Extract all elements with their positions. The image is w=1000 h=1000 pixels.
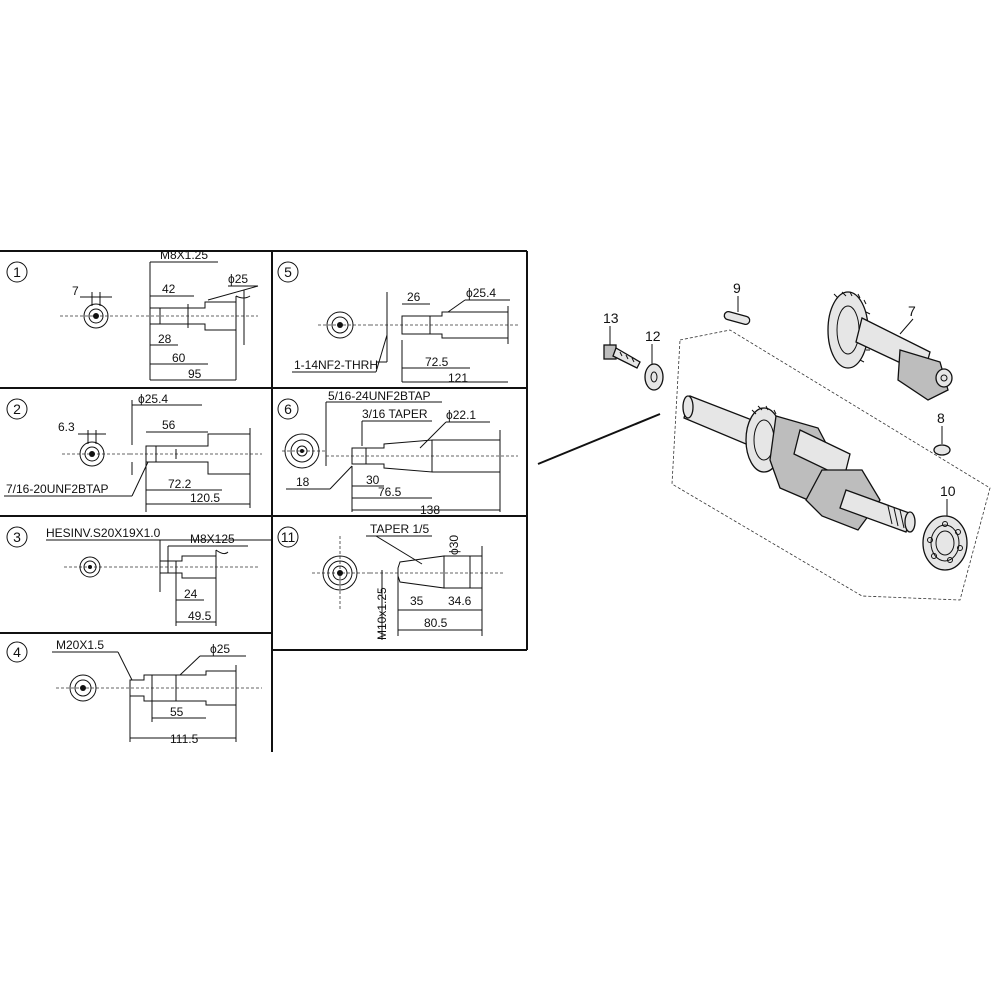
- panel-3-dim-24: 24: [184, 587, 198, 601]
- panel-3-thread: M8X125: [190, 532, 235, 546]
- panel-6-number-circle: [277, 398, 299, 420]
- panel-4-crankshaft-variant: 4 M20X1.5 ϕ25 55 111.5: [6, 638, 262, 746]
- panel-2-dim-6-3: 6.3: [58, 420, 75, 434]
- panel-6-dim-76-5: 76.5: [378, 485, 402, 499]
- bolt-part: [603, 344, 641, 369]
- panel-1-dim-28: 28: [158, 332, 172, 346]
- panel-6-tap: 5/16-24UNF2BTAP: [328, 389, 431, 403]
- panel-11-number-circle: [277, 526, 299, 548]
- panel-1-dim-60: 60: [172, 351, 186, 365]
- panel-6-dim-30: 30: [366, 473, 380, 487]
- panel-5-number: 5: [284, 264, 292, 280]
- panel-5-thread: 1-14NF2-THRH: [294, 358, 378, 372]
- exploded-view-crankshaft: 13 12 9 7 8: [537, 280, 991, 601]
- panel-1-thread: M8X1.25: [160, 248, 208, 262]
- panel-11-dia: ϕ30: [447, 535, 461, 555]
- panel-2-number-circle: [6, 398, 28, 420]
- panel-5-crankshaft-variant: 5 1-14NF2-THRH 26 ϕ25.4 72.5 121: [277, 261, 518, 385]
- panel-1-dim-42: 42: [162, 282, 176, 296]
- panel-1-number-circle: [6, 261, 28, 283]
- panel-6-dia: ϕ22.1: [446, 408, 476, 422]
- balancer-shaft-part: [827, 291, 953, 401]
- key-part: [723, 311, 751, 325]
- panel-5-dia: ϕ25.4: [466, 286, 496, 300]
- panel-1-dim-7: 7: [72, 284, 79, 298]
- part-label-7: 7: [908, 303, 916, 319]
- panel-11-dim-34-6: 34.6: [448, 594, 472, 608]
- panel-6-taper: 3/16 TAPER: [362, 407, 428, 421]
- panel-11-number: 11: [281, 529, 296, 545]
- panel-4-dia: ϕ25: [210, 642, 230, 656]
- panel-11-dim-35: 35: [410, 594, 424, 608]
- panel-1-dim-95: 95: [188, 367, 202, 381]
- panel-5-dim-26: 26: [407, 290, 421, 304]
- panel-5-dim-72-5: 72.5: [425, 355, 449, 369]
- washer-part: [644, 363, 664, 391]
- bearing-part: [922, 515, 968, 571]
- panel-11-thread: M10x1.25: [375, 587, 389, 640]
- panel-1-number: 1: [13, 264, 21, 280]
- panel-3-spline: HESINV.S20X19X1.0: [46, 526, 161, 540]
- panel-2-dim-120-5: 120.5: [190, 491, 220, 505]
- part-label-10: 10: [940, 483, 956, 499]
- part-label-12: 12: [645, 328, 661, 344]
- crankshaft-part: [682, 395, 916, 533]
- panel-4-thread: M20X1.5: [56, 638, 104, 652]
- panel-3-dim-49-5: 49.5: [188, 609, 212, 623]
- panel-6-dim-138: 138: [420, 503, 440, 517]
- panel-1-dia: ϕ25: [228, 272, 248, 286]
- panel-3-number: 3: [13, 529, 21, 545]
- panel-4-number-circle: [6, 641, 28, 663]
- panel-11-crankshaft-variant: 11 TAPER 1/5 ϕ30 35 34.6 80.5 M10x1.25: [277, 522, 505, 640]
- panel-5-dim-121: 121: [448, 371, 468, 385]
- panel-2-tap: 7/16-20UNF2BTAP: [6, 482, 109, 496]
- panel-grid-frame: [0, 250, 528, 752]
- panel-2-number: 2: [13, 401, 21, 417]
- panel-4-number: 4: [13, 644, 21, 660]
- panel-5-number-circle: [277, 261, 299, 283]
- panel-6-crankshaft-variant: 6 5/16-24UNF2BTAP 3/16 TAPER ϕ22.1 18 30…: [277, 389, 518, 517]
- panel-1-crankshaft-variant: 1 7 M8X1.25 ϕ25 42 28 60 95: [6, 248, 259, 381]
- pin-part: [933, 444, 951, 456]
- part-label-9: 9: [733, 280, 741, 296]
- panel-4-dim-55: 55: [170, 705, 184, 719]
- panel-11-taper: TAPER 1/5: [370, 522, 429, 536]
- panel-11-dim-80-5: 80.5: [424, 616, 448, 630]
- panel-2-crankshaft-variant: 2 6.3 ϕ25.4 56 72.2 120.5 7/16-20UNF2BTA…: [4, 392, 262, 512]
- panel-6-number: 6: [284, 401, 292, 417]
- part-label-13: 13: [603, 310, 619, 326]
- panel-4-dim-111-5: 111.5: [170, 732, 199, 746]
- panel-3-crankshaft-variant: 3 HESINV.S20X19X1.0 M8X125 24 49.5: [6, 526, 272, 626]
- panel-6-dim-18: 18: [296, 475, 310, 489]
- panel-2-dim-72-2: 72.2: [168, 477, 192, 491]
- part-label-8: 8: [937, 410, 945, 426]
- panel-3-number-circle: [6, 526, 28, 548]
- panel-2-dim-56: 56: [162, 418, 176, 432]
- panel-2-dia: ϕ25.4: [138, 392, 168, 406]
